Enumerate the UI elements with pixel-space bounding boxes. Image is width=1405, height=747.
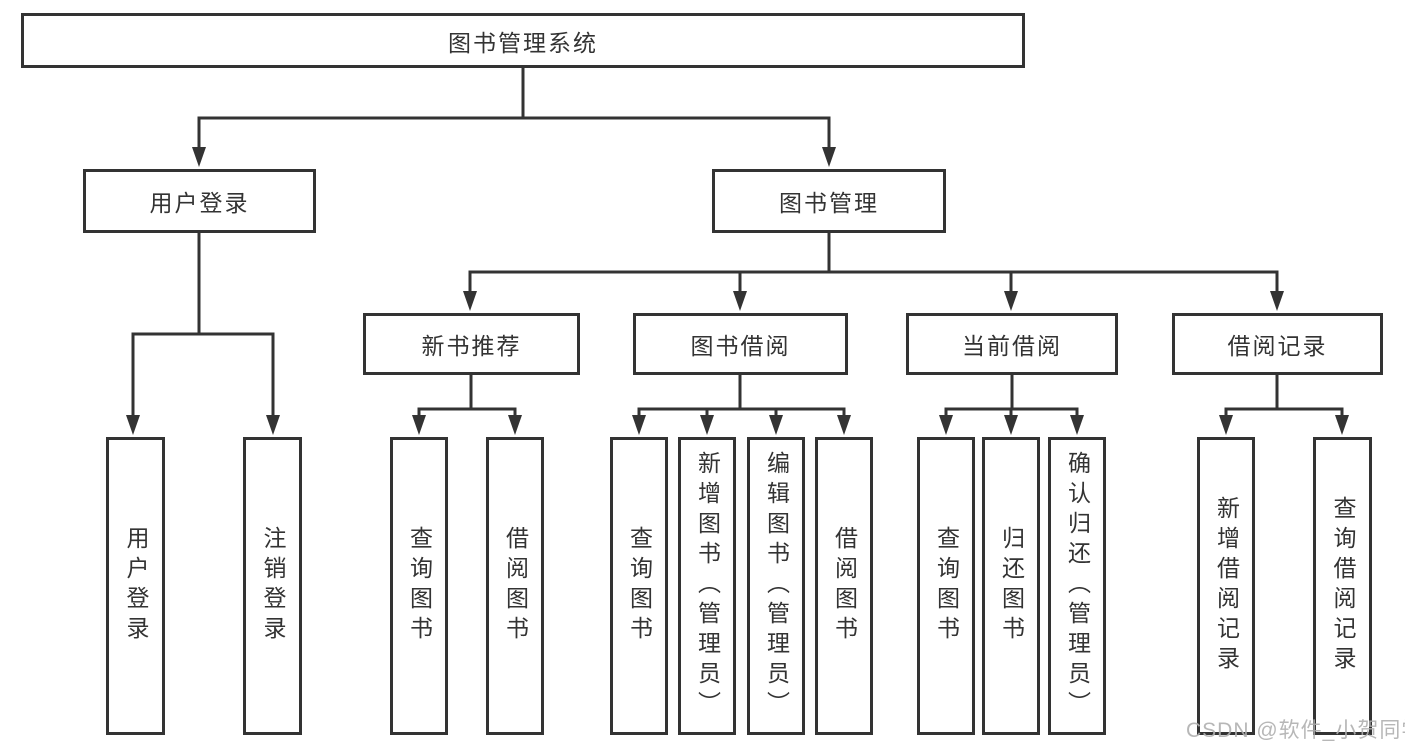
node-label: 查询图书 — [406, 526, 433, 646]
node-label: 用户登录 — [149, 190, 250, 216]
arrowhead — [632, 415, 646, 435]
connector-borrow-records-children — [1224, 375, 1344, 417]
leaf-edit-books-admin: 编辑图书（管理员） — [747, 437, 805, 735]
node-label: 借阅图书 — [831, 526, 858, 646]
node-label: 图书管理系统 — [448, 29, 598, 56]
connector-new-book-children — [417, 375, 517, 417]
node-label: 用户登录 — [123, 526, 149, 646]
leaf-query-books: 查询图书 — [917, 437, 975, 735]
arrowhead — [700, 415, 714, 435]
leaf-user-login: 用户登录 — [106, 437, 165, 735]
node-book-management: 图书管理 — [712, 169, 946, 233]
leaf-logout-login: 注销登录 — [243, 437, 302, 735]
arrowhead — [822, 147, 836, 167]
arrowhead — [1004, 291, 1018, 311]
arrowhead — [192, 147, 206, 167]
leaf-add-books-admin: 新增图书（管理员） — [678, 437, 736, 735]
arrowhead — [508, 415, 522, 435]
arrowhead — [1004, 415, 1018, 435]
node-label: 查询图书 — [933, 526, 960, 646]
arrowhead — [939, 415, 953, 435]
node-label: 确认归还（管理员） — [1064, 451, 1091, 721]
leaf-confirm-return-admin: 确认归还（管理员） — [1048, 437, 1106, 735]
arrowhead — [412, 415, 426, 435]
arrowhead — [837, 415, 851, 435]
arrowhead — [1270, 291, 1284, 311]
node-label: 注销登录 — [260, 526, 286, 646]
node-user-login: 用户登录 — [83, 169, 316, 233]
connector-current-borrow-children — [944, 375, 1079, 417]
arrowhead — [1070, 415, 1084, 435]
arrowhead — [769, 415, 783, 435]
leaf-query-borrow-record: 查询借阅记录 — [1313, 437, 1372, 735]
node-label: 图书借阅 — [690, 333, 791, 359]
arrowhead — [1219, 415, 1233, 435]
node-label: 新书推荐 — [421, 333, 522, 359]
leaf-query-books: 查询图书 — [610, 437, 668, 735]
node-label: 编辑图书（管理员） — [763, 451, 790, 721]
leaf-borrow-books: 借阅图书 — [815, 437, 873, 735]
node-label: 查询借阅记录 — [1330, 496, 1356, 676]
node-borrow-records: 借阅记录 — [1172, 313, 1383, 375]
node-new-book-recommend: 新书推荐 — [363, 313, 580, 375]
leaf-query-books: 查询图书 — [390, 437, 448, 735]
node-label: 新增图书（管理员） — [694, 451, 721, 721]
arrowhead — [126, 415, 140, 435]
node-label: 新增借阅记录 — [1213, 496, 1240, 676]
node-book-borrow: 图书借阅 — [633, 313, 848, 375]
leaf-borrow-books: 借阅图书 — [486, 437, 544, 735]
node-label: 归还图书 — [998, 526, 1025, 646]
connector-root-to-level2 — [197, 68, 831, 150]
node-label: 借阅记录 — [1227, 333, 1328, 359]
leaf-add-borrow-record: 新增借阅记录 — [1197, 437, 1255, 735]
node-label: 查询图书 — [626, 526, 653, 646]
connector-book-mgmt-children — [468, 233, 1279, 293]
node-library-management-system: 图书管理系统 — [21, 13, 1025, 68]
arrowhead — [733, 291, 747, 311]
node-label: 图书管理 — [779, 190, 879, 216]
node-label: 当前借阅 — [962, 333, 1062, 359]
connector-book-borrow-children — [637, 375, 846, 417]
node-current-borrow: 当前借阅 — [906, 313, 1118, 375]
arrowhead — [266, 415, 280, 435]
arrowhead — [1335, 415, 1349, 435]
leaf-return-books: 归还图书 — [982, 437, 1040, 735]
arrowhead — [463, 291, 477, 311]
connector-user-login-children — [131, 233, 275, 417]
node-label: 借阅图书 — [502, 526, 529, 646]
csdn-watermark: CSDN @软件_小贺同学 — [1186, 719, 1405, 742]
